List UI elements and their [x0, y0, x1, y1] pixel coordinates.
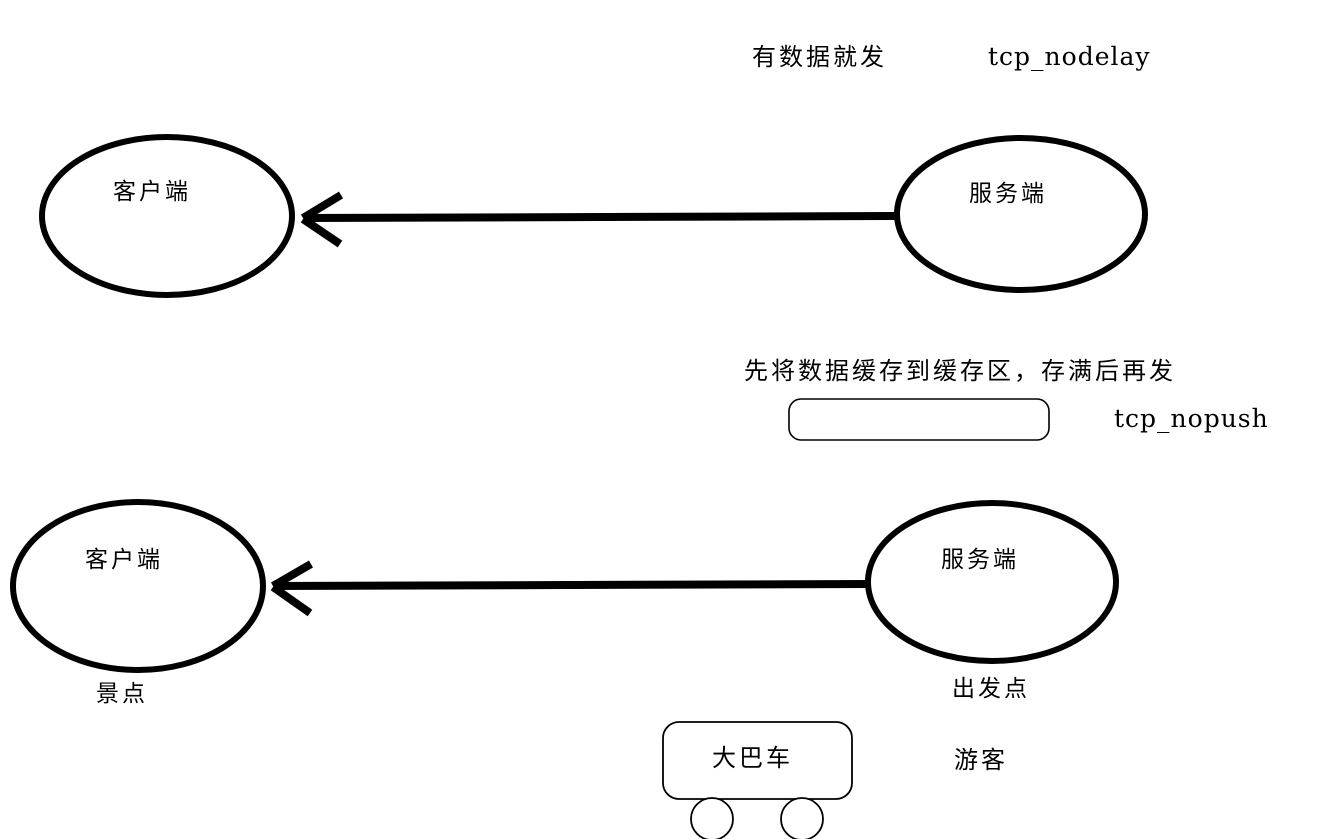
bus-wheel-rear: [780, 797, 824, 839]
nodelay-option-text: tcp_nodelay: [988, 42, 1151, 71]
arrow-server-to-client-bottom: [270, 560, 871, 617]
server-label-top: 服务端: [969, 181, 1047, 206]
passengers-label: 游客: [954, 748, 1008, 774]
server-caption-departure-point: 出发点: [952, 676, 1030, 701]
server-label-bottom: 服务端: [941, 547, 1019, 572]
bus-icon[interactable]: [662, 721, 853, 839]
client-ellipse-bottom[interactable]: [10, 499, 266, 673]
buffer-box[interactable]: [788, 398, 1050, 441]
bus-wheel-front: [690, 797, 734, 839]
server-ellipse-bottom[interactable]: [865, 500, 1119, 664]
client-ellipse-top[interactable]: [39, 134, 295, 298]
arrow-server-to-client-top: [300, 191, 901, 248]
nopush-note-text: 先将数据缓存到缓存区，存满后再发: [744, 359, 1176, 385]
client-label-top: 客户端: [113, 179, 191, 204]
client-caption-scenic-spot: 景点: [96, 681, 148, 706]
client-label-bottom: 客户端: [85, 547, 163, 572]
bus-label: 大巴车: [712, 746, 793, 772]
bus-body: [662, 721, 853, 800]
server-ellipse-top[interactable]: [894, 135, 1148, 293]
nopush-option-text: tcp_nopush: [1114, 404, 1269, 433]
nodelay-note-text: 有数据就发: [752, 45, 887, 71]
